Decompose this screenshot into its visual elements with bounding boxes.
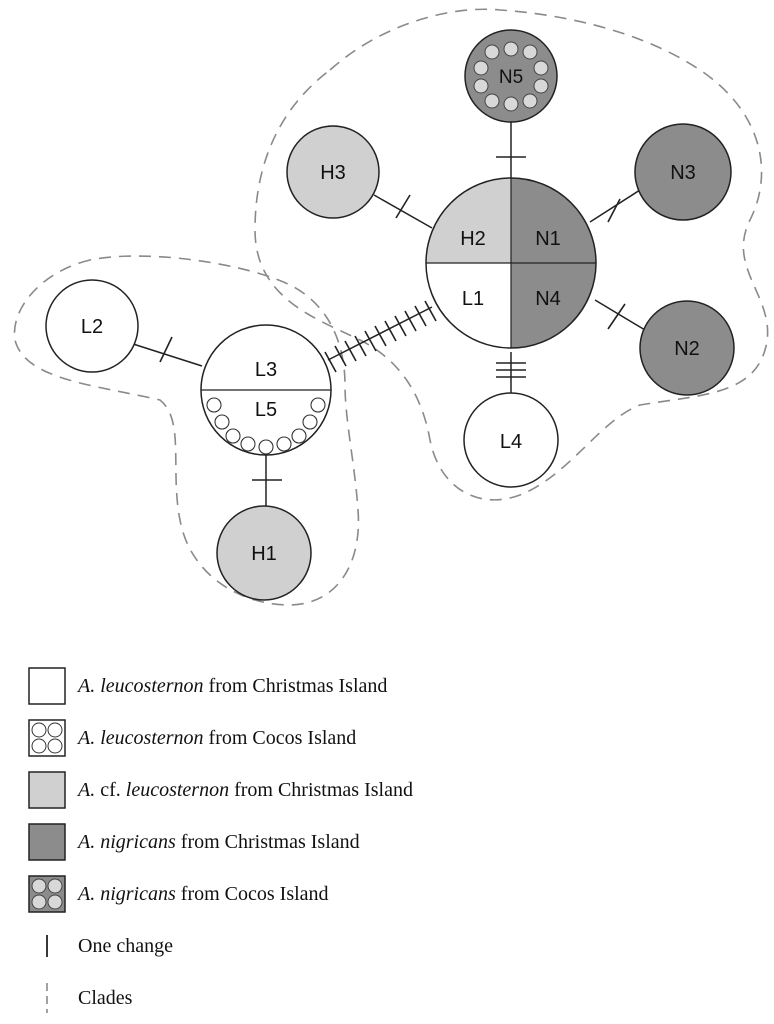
node-n3: N3 (634, 123, 732, 221)
node-h1: H1 (216, 505, 312, 601)
node-h2-quadrant (426, 178, 511, 263)
tick-icon (46, 935, 48, 957)
node-h3-label: H3 (320, 162, 346, 184)
edge-h3-center (373, 194, 433, 229)
node-l4: L4 (463, 392, 559, 488)
light-gray-swatch-icon (28, 771, 66, 809)
legend-label: A. leucosternon from Cocos Island (78, 726, 357, 749)
edge-n2-center (594, 299, 646, 331)
node-l3-label: L3 (255, 359, 277, 381)
legend-label: A. nigricans from Cocos Island (78, 882, 329, 905)
mutation-ticks (159, 156, 626, 481)
legend-label: A. nigricans from Christmas Island (78, 830, 360, 853)
node-n3-label: N3 (670, 162, 696, 184)
clade-boundary-left (13, 255, 360, 606)
dashed-line-icon (46, 983, 48, 1013)
legend-item-cocos-leucosternon: A. leucosternon from Cocos Island (28, 712, 768, 764)
network-edges (129, 120, 646, 508)
edge-n3-center (589, 189, 641, 223)
clade-boundary-right (254, 8, 769, 501)
tick-h3 (395, 194, 411, 219)
node-center-group: H2 N1 L1 N4 (425, 177, 597, 349)
legend-item-cocos-nigricans: A. nigricans from Cocos Island (28, 868, 768, 920)
haplotype-network: H2 N1 L1 N4 N5 H3 N3 N2 L4 L2 (13, 8, 769, 606)
white-dots-swatch-icon (28, 719, 66, 757)
legend-item-clades: Clades (28, 972, 768, 1024)
legend-item-cf-leucosternon: A. cf. leucosternon from Christmas Islan… (28, 764, 768, 816)
node-n4-quadrant (511, 263, 596, 348)
n5-dot-pattern (473, 41, 549, 112)
edge-l2-l3 (129, 342, 203, 367)
legend-item-christmas-nigricans: A. nigricans from Christmas Island (28, 816, 768, 868)
node-l4-label: L4 (500, 431, 522, 453)
node-l1-label: L1 (462, 288, 484, 310)
legend-label: A. cf. leucosternon from Christmas Islan… (78, 778, 413, 801)
node-h3: H3 (286, 125, 380, 219)
node-l2-label: L2 (81, 316, 103, 338)
node-n2-label: N2 (674, 338, 700, 360)
node-n4-label: N4 (535, 288, 561, 310)
node-n5: N5 (464, 29, 558, 123)
dark-gray-swatch-icon (28, 823, 66, 861)
legend-label: Clades (78, 986, 133, 1009)
node-l1-quadrant (426, 263, 511, 348)
ticks-l3-center (324, 300, 437, 373)
node-l3-l5: L3 L5 (200, 324, 332, 456)
node-n1-label: N1 (535, 228, 561, 250)
l5-dot-pattern (206, 397, 326, 455)
tick-n2 (607, 303, 626, 330)
tick-l2 (159, 336, 173, 363)
legend-label: One change (78, 934, 173, 957)
node-n2: N2 (639, 300, 735, 396)
node-h2-label: H2 (460, 228, 486, 250)
node-n1-quadrant (511, 178, 596, 263)
tick-n3 (607, 198, 621, 223)
legend-item-christmas-leucosternon: A. leucosternon from Christmas Island (28, 660, 768, 712)
legend-item-one-change: One change (28, 920, 768, 972)
node-n5-label: N5 (499, 67, 523, 88)
node-h1-label: H1 (251, 543, 277, 565)
white-swatch-icon (28, 667, 66, 705)
dark-gray-dots-swatch-icon (28, 875, 66, 913)
node-l5-label: L5 (255, 399, 277, 421)
node-l2: L2 (45, 279, 139, 373)
legend-label: A. leucosternon from Christmas Island (78, 674, 388, 697)
legend: A. leucosternon from Christmas Island A.… (28, 660, 768, 1024)
